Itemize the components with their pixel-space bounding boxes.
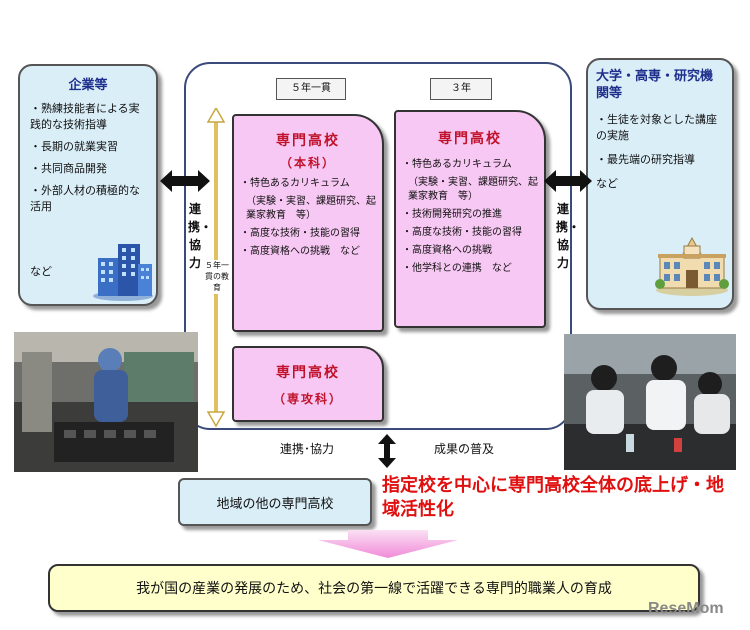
school-main-item: （実験・実習、課題研究、起業家教育 等） (246, 196, 376, 221)
university-item: ・生徒を対象とした講座の実施 (596, 113, 717, 142)
company-title: 企業等 (68, 78, 108, 93)
company-item: ・外部人材の積極的な活用 (30, 184, 140, 213)
university-item: ・最先端の研究指導 (596, 153, 695, 166)
vertical-double-arrow (378, 434, 396, 468)
resemom-watermark: ReseMom (648, 600, 724, 617)
result-dissemination-label: 成果の普及 (434, 442, 495, 456)
three-year-tag: ３年 (430, 78, 492, 100)
right-double-arrow (544, 170, 592, 192)
company-item: ・長期の就業実習 (30, 140, 118, 153)
laboratory-photo (564, 334, 736, 470)
goal-box: 我が国の産業の発展のため、社会の第一線で活躍できる専門的職業人の育成 (48, 564, 700, 612)
headline: 指定校を中心に専門高校全体の底上げ・地域活性化 (382, 475, 724, 520)
university-footer: など (596, 177, 618, 190)
company-panel: 企業等 ・熟練技能者による実践的な技術指導 ・長期の就業実習 ・共同商品開発 ・… (18, 64, 158, 306)
regional-schools-box: 地域の他の専門高校 (178, 478, 372, 526)
school-main-item: ・高度な技術・技能の習得 (240, 228, 360, 239)
university-panel: 大学・高専・研究機関等 ・生徒を対象とした講座の実施 ・最先端の研究指導 など (586, 58, 734, 310)
school-advanced-box: 専門高校 （専攻科） (232, 346, 384, 422)
school-3yr-item: ・他学科との連携 など (402, 263, 512, 274)
school-advanced-subtitle: （専攻科） (272, 392, 343, 406)
university-title: 大学・高専・研究機関等 (596, 69, 714, 101)
school-3yr-item: ・高度な技術・技能の習得 (402, 227, 522, 238)
university-building-icon (655, 236, 729, 296)
company-footer: など (30, 265, 52, 278)
school-3yr-item: ・技術開発研究の推進 (402, 209, 502, 220)
school-main-item: ・高度資格への挑戦 など (240, 246, 360, 257)
school-main-box: 専門高校 （本科） ・特色あるカリキュラム （実験・実習、課題研究、起業家教育 … (232, 114, 384, 332)
five-year-tag: ５年一貫 (276, 78, 346, 100)
goal-text: 我が国の産業の発展のため、社会の第一線で活躍できる専門的職業人の育成 (136, 581, 612, 597)
company-item: ・共同商品開発 (30, 162, 107, 175)
school-3yr-title: 専門高校 (438, 131, 502, 147)
five-year-span-arrow (206, 108, 226, 428)
left-double-arrow (160, 170, 210, 192)
left-link-label: 連携・協力 (188, 202, 213, 270)
down-arrow (318, 530, 458, 558)
school-3yr-box: 専門高校 ・特色あるカリキュラム （実験・実習、課題研究、起業家教育 等） ・技… (394, 110, 546, 328)
school-main-title: 専門高校 (276, 133, 340, 149)
company-item: ・熟練技能者による実践的な技術指導 (30, 102, 140, 131)
school-3yr-item: （実験・実習、課題研究、起業家教育 等） (408, 177, 538, 202)
school-3yr-item: ・高度資格への挑戦 (402, 245, 492, 256)
school-3yr-item: ・特色あるカリキュラム (402, 159, 512, 170)
school-main-item: ・特色あるカリキュラム (240, 178, 350, 189)
office-building-icon (93, 244, 153, 301)
five-year-education-label: ５年一貫の教育 (205, 261, 229, 292)
regional-schools-label: 地域の他の専門高校 (216, 496, 334, 512)
right-link-label: 連携・協力 (556, 202, 581, 270)
school-main-subtitle: （本科） (279, 156, 336, 170)
workshop-photo (14, 332, 198, 472)
bottom-link-label: 連携･協力 (280, 442, 335, 456)
school-advanced-title: 専門高校 (276, 365, 340, 381)
